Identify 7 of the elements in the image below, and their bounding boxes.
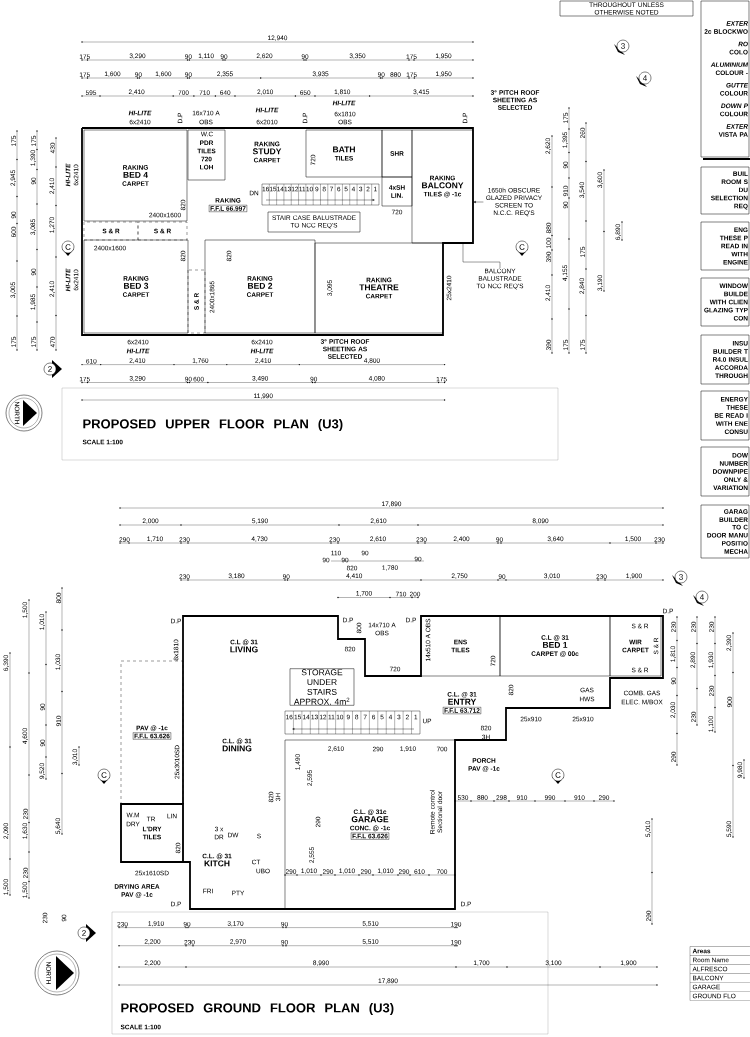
staircase-drawing — [284, 710, 421, 735]
leader-line — [473, 200, 484, 204]
note-box: STORAGE UNDER STAIRS APPROX. 4m$^{2}$ — [289, 668, 355, 706]
plan-title: PROPOSED UPPER FLOOR PLAN (U3) — [83, 418, 343, 432]
plan-title: PROPOSED GROUND FLOOR PLAN (U3) — [121, 1002, 394, 1016]
leader-line — [462, 242, 501, 269]
staircase-drawing — [261, 183, 380, 206]
